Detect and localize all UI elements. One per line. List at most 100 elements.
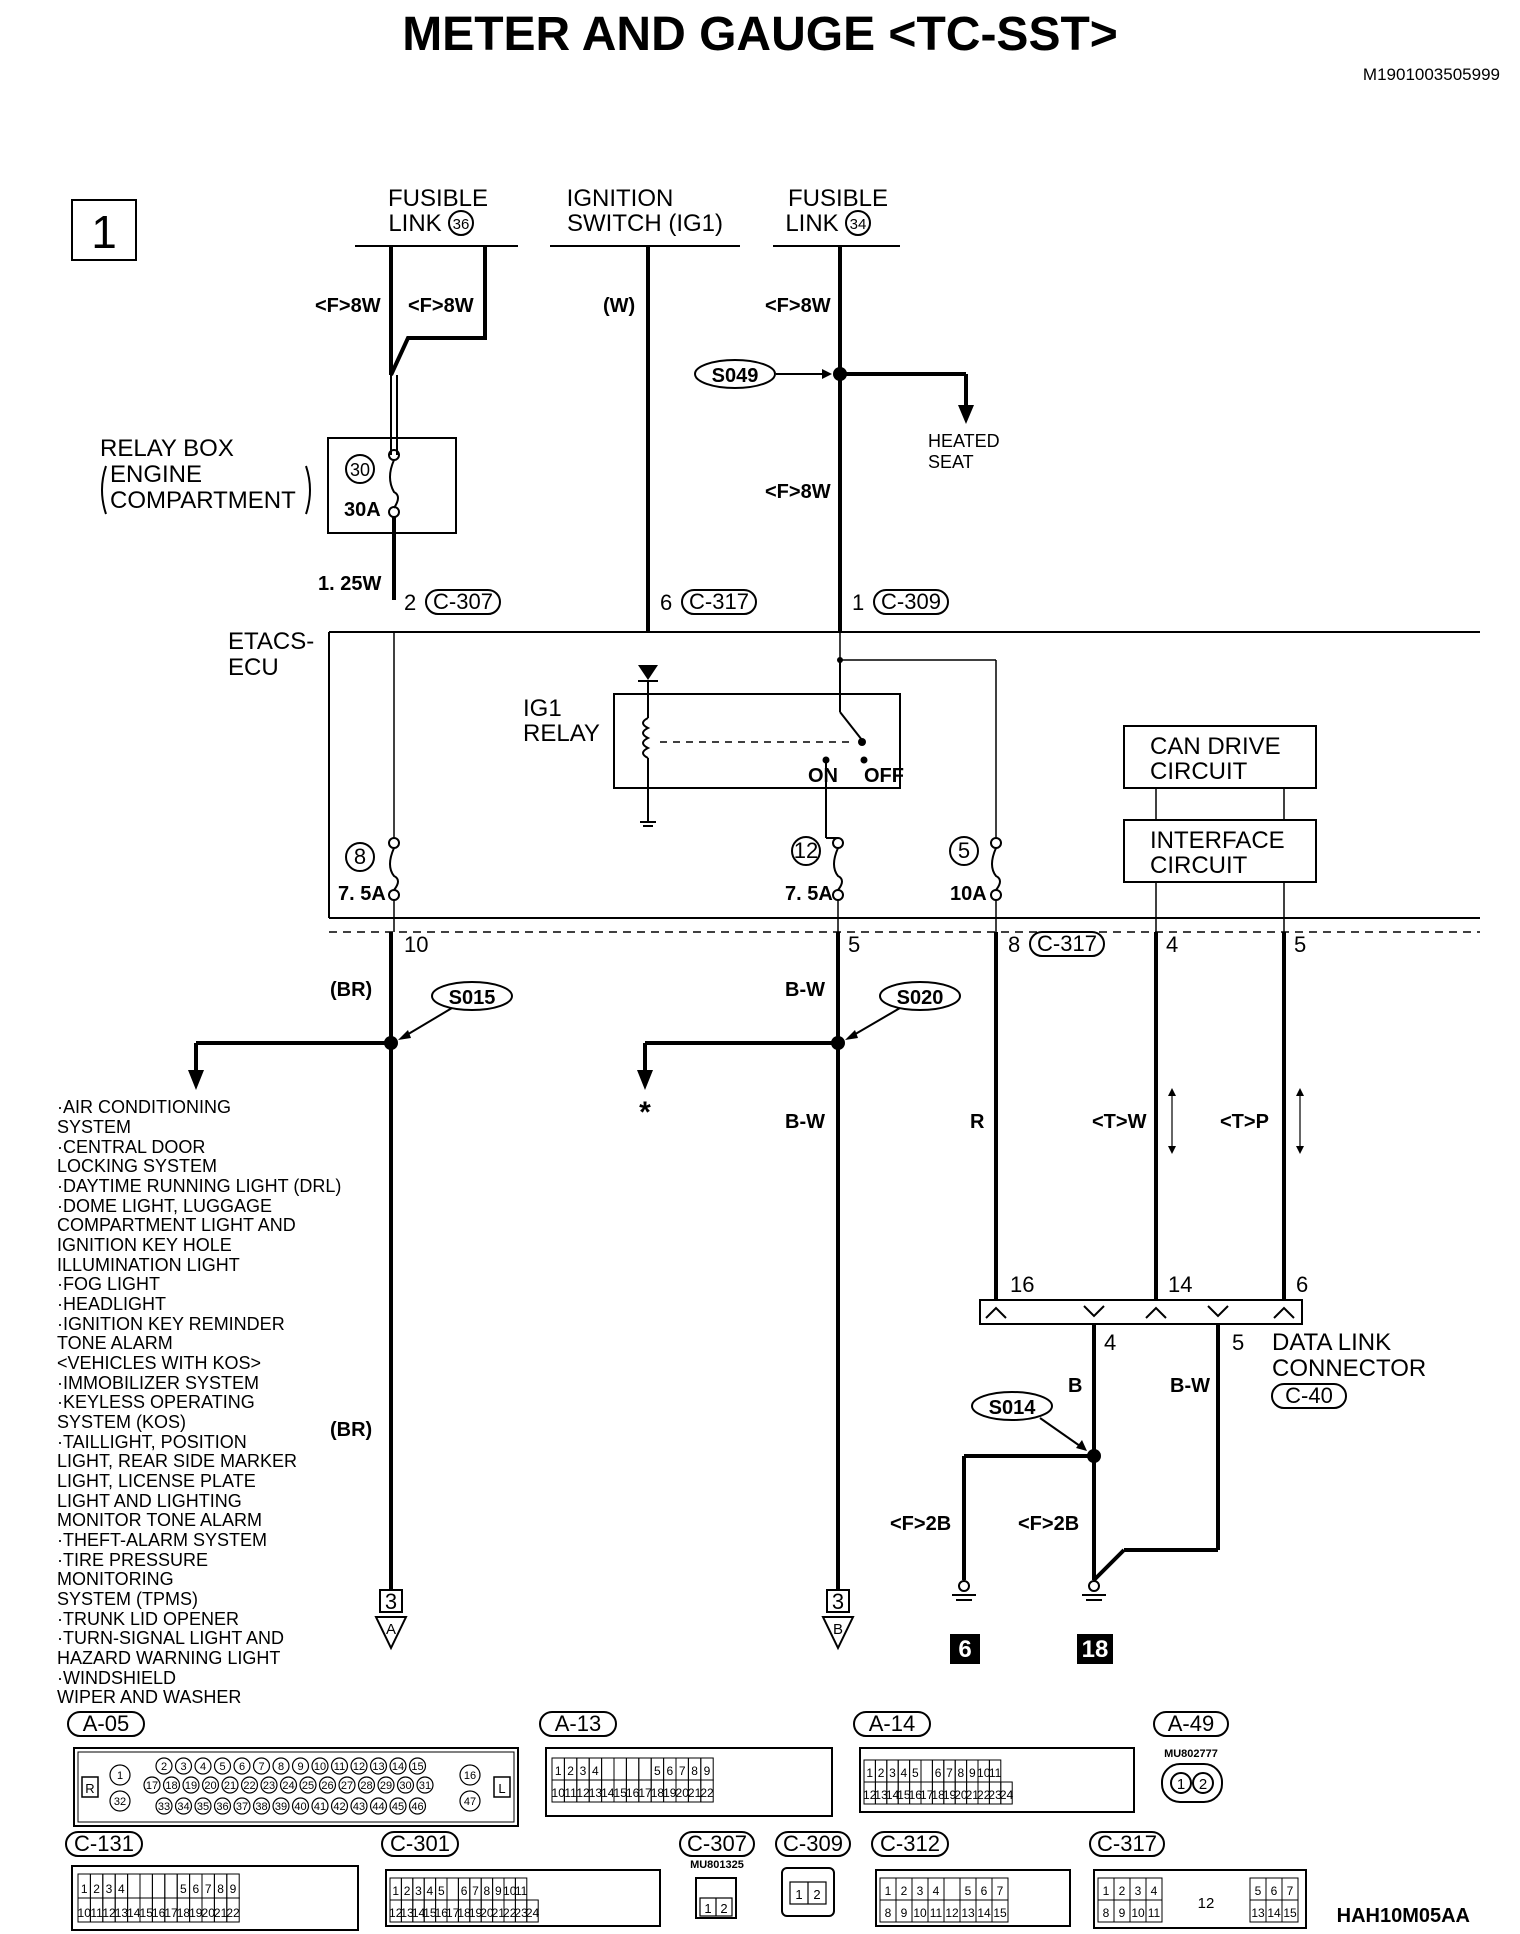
connector-pin-number: 41 (314, 1801, 326, 1813)
fusible-link-34: FUSIBLE LINK 34 (773, 185, 900, 247)
connector-pin-number: 4 (1151, 1884, 1158, 1898)
wire-label-bw1: B-W (785, 979, 825, 1001)
connector-pin-number: 14 (127, 1906, 141, 1920)
fusible-link-36-badge (448, 210, 474, 236)
connector-pin-number: 18 (177, 1906, 191, 1920)
connector-pin-number: 2 (567, 1764, 574, 1778)
ignition-switch-label: IGNITION (567, 185, 674, 212)
wire-bw: B-W B-W * S020 3 B (637, 932, 961, 1651)
system-item: IGNITION KEY HOLE (57, 1235, 232, 1255)
connector-pin-number: 14 (1267, 1906, 1281, 1920)
connector-pin-number: 15 (140, 1906, 154, 1920)
connector-pin-number: 19 (185, 1780, 197, 1792)
connector-pin-number: 2 (1119, 1884, 1126, 1898)
connector-pin-number: 14 (977, 1906, 991, 1920)
connector-pin (194, 1797, 212, 1815)
connector-pin-cell (638, 1757, 652, 1781)
connector-pin (408, 1757, 427, 1775)
svg-text:2: 2 (720, 1901, 727, 1916)
connector-pin-number: 16 (464, 1770, 476, 1782)
connector-pin-number: 44 (372, 1801, 384, 1813)
connector-pin (109, 1790, 131, 1812)
connector-pin-number: 36 (216, 1801, 228, 1813)
system-item: ·TRUNK LID OPENER (57, 1609, 239, 1629)
connector-c307-part: MU801325 (690, 1859, 744, 1871)
connector-pin-number: 42 (333, 1801, 345, 1813)
connector-pin-number: 4 (901, 1766, 908, 1780)
connector-pin-number: 5 (219, 1761, 225, 1773)
relay-box-label3: COMPARTMENT (110, 487, 296, 514)
connector-pin-number: 31 (419, 1780, 431, 1792)
connector-a49-name: A-49 (1168, 1711, 1214, 1736)
connector-pin-number: 21 (688, 1786, 702, 1800)
connector-pin (272, 1757, 290, 1775)
connector-pin-number: 7 (679, 1764, 686, 1778)
connector-pin-number: 30 (399, 1780, 411, 1792)
connector-pin-number: 6 (935, 1766, 942, 1780)
connector-pin (357, 1776, 376, 1794)
system-item: ·THEFT-ALARM SYSTEM (57, 1530, 267, 1550)
connector-pin-number: 4 (200, 1761, 206, 1773)
etacs-label2: ECU (228, 654, 279, 681)
connector-pin-number: 23 (988, 1788, 1002, 1802)
connector-pin-number: 4 (933, 1884, 940, 1898)
connector-pin-number: 29 (380, 1780, 392, 1792)
connector-pin-cell (139, 1873, 153, 1899)
connector-pin (330, 1757, 349, 1775)
system-item: HAZARD WARNING LIGHT (57, 1648, 280, 1668)
etacs-ecu: ETACS- ECU (228, 628, 1480, 933)
system-item: LIGHT AND LIGHTING (57, 1491, 242, 1511)
splice-s015 (431, 981, 513, 1011)
fusible-link-34-label: FUSIBLE (788, 185, 888, 212)
system-item: ·IMMOBILIZER SYSTEM (57, 1373, 259, 1393)
pin-8: 8 (1008, 932, 1020, 957)
connector-pin-number: 20 (676, 1786, 690, 1800)
connector-pin (377, 1776, 395, 1794)
connector-c317-mid: 12 (1198, 1895, 1215, 1912)
connector-pin-number: 10 (314, 1761, 326, 1773)
connector-pin-number: 47 (464, 1796, 476, 1808)
system-item: TONE ALARM (57, 1333, 173, 1353)
connector-c301-name: C-301 (390, 1831, 450, 1856)
connector-pin-number: 10 (552, 1786, 566, 1800)
connector-c307-name: C-307 (687, 1831, 747, 1856)
relay-box-label: RELAY BOX (100, 435, 234, 462)
connector-pin-number: 3 (106, 1882, 113, 1896)
connector-pin (311, 1797, 329, 1815)
connector-pin (221, 1776, 239, 1794)
connector-label-c309: C-309 (881, 589, 941, 614)
continue-b-number: 3 (832, 1589, 844, 1614)
continue-b-letter: B (833, 1621, 843, 1638)
connector-pin (389, 1757, 407, 1775)
ground-6-number: 6 (958, 1636, 971, 1663)
connector-pin-number: 23 (514, 1906, 528, 1920)
connector-pin-number: 16 (435, 1906, 449, 1920)
connector-pin-number: 13 (1251, 1906, 1265, 1920)
fuse-12-number: 12 (794, 838, 818, 863)
connector-pin-number: 3 (1135, 1884, 1142, 1898)
connector-pin-number: 7 (472, 1884, 479, 1898)
fusible-link-36: FUSIBLE LINK 36 (355, 185, 518, 247)
pin-5b: 5 (1294, 932, 1306, 957)
connector-pin-number: 17 (920, 1788, 934, 1802)
connector-pin-number: 7 (1287, 1884, 1294, 1898)
connector-pin-number: 1 (866, 1766, 873, 1780)
connector-pin-number: 5 (654, 1764, 661, 1778)
connector-pin-number: 20 (202, 1906, 216, 1920)
fuse-30-rating: 30A (344, 499, 381, 521)
connector-pin (260, 1776, 278, 1794)
connector-pin-number: 22 (226, 1906, 240, 1920)
fusible-link-34-label2: LINK (785, 210, 838, 237)
connector-pin-number: 11 (564, 1786, 577, 1800)
connector-pin-number: 16 (626, 1786, 640, 1800)
connector-pin-number: 28 (360, 1780, 372, 1792)
connector-pin-cell (1281, 1899, 1299, 1923)
connector-pin-number: 17 (164, 1906, 178, 1920)
ground-18-badge (1077, 1634, 1113, 1664)
connector-pin-cell (164, 1873, 178, 1899)
heated-seat-label: HEATED (928, 431, 1000, 451)
wire-label-f8w-b: <F>8W (408, 295, 474, 317)
connector-pin (311, 1757, 329, 1775)
